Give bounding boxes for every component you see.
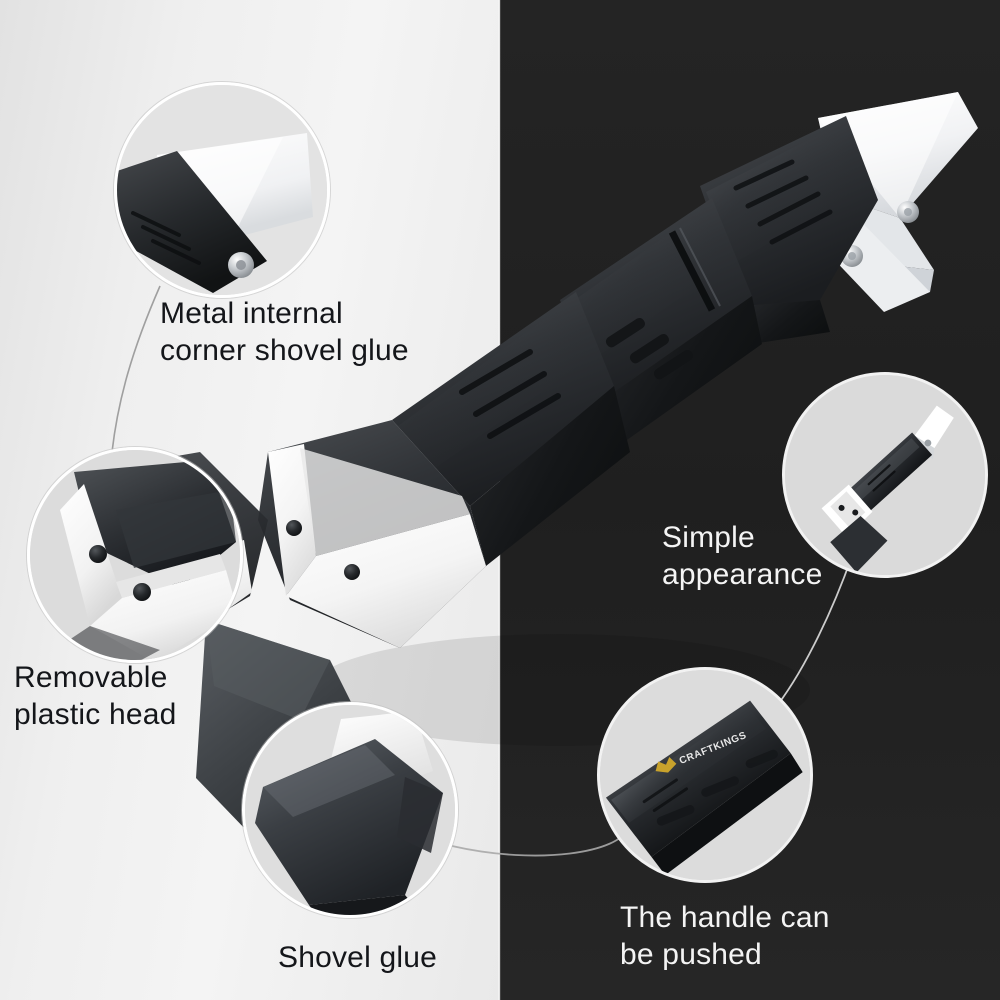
callout-handle-can-be-pushed: CRAFTKINGS xyxy=(597,667,813,883)
callout-simple-appearance xyxy=(782,372,988,578)
label-shovel-glue: Shovel glue xyxy=(278,941,437,974)
callout-removable-plastic-head xyxy=(27,447,243,663)
label-metal-internal-corner: Metal internal corner shovel glue xyxy=(160,297,409,367)
label-handle-can-be-pushed: The handle can be pushed xyxy=(620,901,830,971)
product-front-block xyxy=(700,116,878,344)
callout-metal-internal-corner xyxy=(114,82,330,298)
label-simple-appearance: Simple appearance xyxy=(662,521,823,591)
product-mid-body xyxy=(392,292,630,566)
callout-shovel-glue xyxy=(242,702,458,918)
label-removable-plastic-head: Removable plastic head xyxy=(14,661,177,731)
product-handle-barrel xyxy=(560,198,762,452)
white-corner-head-primary xyxy=(258,420,486,648)
